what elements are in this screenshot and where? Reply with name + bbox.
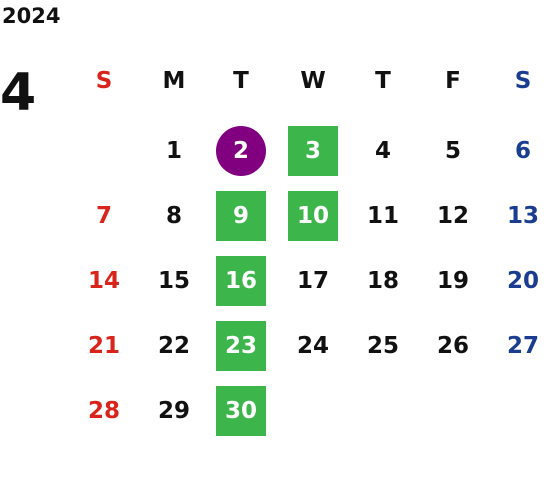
day-number: 12 [436, 203, 469, 229]
day-number: 11 [366, 203, 399, 229]
day-number: 2 [216, 126, 266, 176]
day-number: 20 [506, 268, 539, 294]
day-number: 3 [288, 126, 338, 176]
day-number: 19 [436, 268, 469, 294]
day-cell[interactable]: 27 [495, 321, 548, 371]
day-cell[interactable]: 28 [76, 386, 132, 436]
day-number: 9 [216, 191, 266, 241]
day-cell[interactable]: 15 [146, 256, 202, 306]
day-cell[interactable]: 22 [146, 321, 202, 371]
calendar-month: 4 [0, 63, 37, 123]
day-cell[interactable]: 24 [285, 321, 341, 371]
day-number: 21 [87, 333, 120, 359]
day-number: 29 [157, 398, 190, 424]
day-cell[interactable]: 17 [285, 256, 341, 306]
calendar-year: 2024 [2, 4, 61, 28]
day-cell[interactable]: 21 [76, 321, 132, 371]
day-number: 7 [95, 203, 112, 229]
day-cell[interactable]: 13 [495, 191, 548, 241]
day-cell-marked[interactable]: 16 [213, 256, 269, 306]
day-cell-today[interactable]: 2 [213, 126, 269, 176]
day-cell[interactable]: 25 [355, 321, 411, 371]
day-cell[interactable]: 18 [355, 256, 411, 306]
day-number: 14 [87, 268, 120, 294]
day-cell[interactable]: 19 [425, 256, 481, 306]
day-number: 17 [296, 268, 329, 294]
day-number: 6 [514, 138, 531, 164]
day-number: 10 [288, 191, 338, 241]
day-cell[interactable]: 1 [146, 126, 202, 176]
weekday-header: S [514, 68, 532, 94]
weekday-header: T [233, 68, 249, 94]
day-cell-marked[interactable]: 9 [213, 191, 269, 241]
day-number: 23 [216, 321, 266, 371]
day-number: 1 [165, 138, 182, 164]
day-cell[interactable]: 12 [425, 191, 481, 241]
day-number: 8 [165, 203, 182, 229]
day-number: 27 [506, 333, 539, 359]
day-cell[interactable]: 20 [495, 256, 548, 306]
day-cell[interactable]: 6 [495, 126, 548, 176]
day-cell-marked[interactable]: 23 [213, 321, 269, 371]
day-cell-marked[interactable]: 30 [213, 386, 269, 436]
day-cell[interactable]: 29 [146, 386, 202, 436]
weekday-header: T [375, 68, 391, 94]
weekday-header: S [95, 68, 113, 94]
day-number: 5 [444, 138, 461, 164]
day-cell[interactable]: 8 [146, 191, 202, 241]
day-cell[interactable]: 26 [425, 321, 481, 371]
day-number: 26 [436, 333, 469, 359]
day-cell-marked[interactable]: 3 [285, 126, 341, 176]
day-number: 18 [366, 268, 399, 294]
day-number: 22 [157, 333, 190, 359]
day-number: 4 [374, 138, 391, 164]
day-cell[interactable]: 4 [355, 126, 411, 176]
weekday-header: W [300, 68, 326, 94]
day-cell[interactable]: 11 [355, 191, 411, 241]
day-cell[interactable]: 7 [76, 191, 132, 241]
day-number: 15 [157, 268, 190, 294]
day-number: 13 [506, 203, 539, 229]
day-cell-marked[interactable]: 10 [285, 191, 341, 241]
day-cell[interactable]: 5 [425, 126, 481, 176]
weekday-header: M [162, 68, 186, 94]
day-number: 30 [216, 386, 266, 436]
day-number: 25 [366, 333, 399, 359]
day-number: 24 [296, 333, 329, 359]
day-number: 28 [87, 398, 120, 424]
day-cell[interactable]: 14 [76, 256, 132, 306]
weekday-header: F [445, 68, 461, 94]
day-number: 16 [216, 256, 266, 306]
